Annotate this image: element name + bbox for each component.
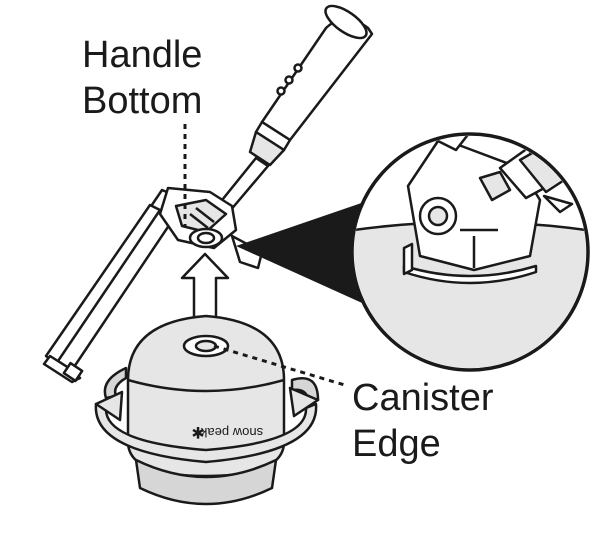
snow-peak-logo: snow peak ✱ xyxy=(191,423,263,440)
gas-canister xyxy=(94,314,320,506)
svg-text:✱: ✱ xyxy=(191,423,204,440)
handle-bottom-label-line2: Bottom xyxy=(82,80,203,122)
canister-edge-label-line1: Canister xyxy=(352,377,494,419)
canister-edge-leader xyxy=(213,344,349,388)
zoom-callout xyxy=(236,132,590,372)
handle-bottom-label-line1: Handle xyxy=(82,34,203,76)
canister-brand-text: snow peak xyxy=(200,425,263,440)
handle-assembly xyxy=(42,4,374,384)
up-arrow-icon xyxy=(180,252,230,320)
canister-edge-label-line2: Edge xyxy=(352,423,441,465)
